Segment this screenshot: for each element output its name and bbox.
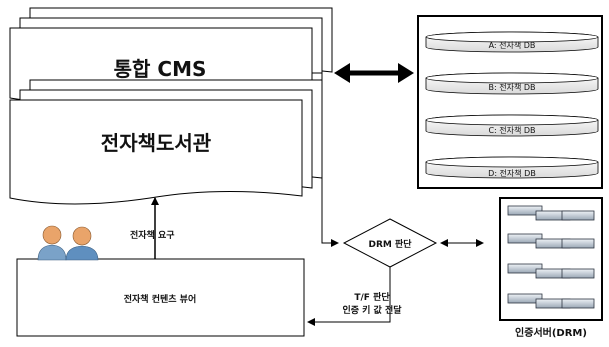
server-unit-3c: [561, 268, 595, 279]
server-unit-2c: [561, 238, 595, 249]
server-rack-2: [507, 233, 595, 249]
database-c: C: 전자책 DB: [425, 114, 599, 137]
drm-auth-right-head: [476, 239, 484, 247]
cms-db-arrow-left-head: [334, 63, 350, 83]
library-title: 전자책도서관: [101, 131, 212, 155]
viewer-frame: [16, 258, 305, 337]
server-unit-2a: [507, 233, 543, 244]
drm-label: DRM 판단: [368, 238, 412, 250]
user-back-head: [42, 225, 62, 245]
database-a-label: A: 전자책 DB: [489, 40, 536, 50]
server-rack-3: [507, 263, 595, 279]
database-d: D: 전자책 DB: [425, 156, 599, 179]
drm-auth-left-head: [440, 239, 448, 247]
database-a-top: [425, 31, 599, 43]
server-unit-4a: [507, 293, 543, 304]
user-back-body: [37, 244, 67, 261]
library-document-stack: 전자책도서관: [9, 79, 323, 205]
result-label-line1: T/F 판단: [354, 291, 390, 303]
server-unit-1c: [561, 210, 595, 221]
request-label: 전자책 요구: [130, 229, 175, 241]
database-b: B: 전자책 DB: [425, 72, 599, 95]
viewer-title: 전자책 컨텐츠 뷰어: [124, 293, 197, 305]
server-rack-4: [507, 293, 595, 309]
drm-to-viewer-connector: [307, 267, 391, 326]
cms-to-drm-connector: [312, 72, 339, 247]
result-label-line2: 인증 키 값 전달: [342, 304, 402, 316]
server-unit-3a: [507, 263, 543, 274]
users-icon: [37, 225, 99, 261]
server-rack-1: [507, 205, 595, 221]
cms-db-arrow-right-head: [398, 63, 414, 83]
user-front-head: [72, 226, 92, 246]
database-b-label: B: 전자책 DB: [489, 82, 536, 92]
database-a: A: 전자책 DB: [425, 31, 599, 53]
server-unit-4c: [561, 298, 595, 309]
auth-server-label: 인증서버(DRM): [515, 326, 587, 339]
database-c-label: C: 전자책 DB: [488, 125, 535, 135]
drm-auth-link: [440, 239, 484, 247]
database-d-top: [425, 156, 599, 168]
database-c-top: [425, 114, 599, 126]
server-unit-1a: [507, 205, 543, 216]
database-panel: A: 전자책 DB B: 전자책 DB C: 전자책 DB D: 전자책 DB: [417, 15, 603, 189]
user-front-body: [65, 245, 99, 261]
cms-title: 통합 CMS: [114, 57, 207, 81]
cms-db-link: [334, 63, 414, 83]
viewer-box: 전자책 컨텐츠 뷰어: [16, 258, 305, 337]
database-d-label: D: 전자책 DB: [488, 168, 536, 178]
database-b-top: [425, 72, 599, 84]
library-doc-front: [9, 99, 303, 205]
auth-server-panel: [499, 197, 603, 321]
drm-decision: DRM 판단: [342, 218, 438, 268]
